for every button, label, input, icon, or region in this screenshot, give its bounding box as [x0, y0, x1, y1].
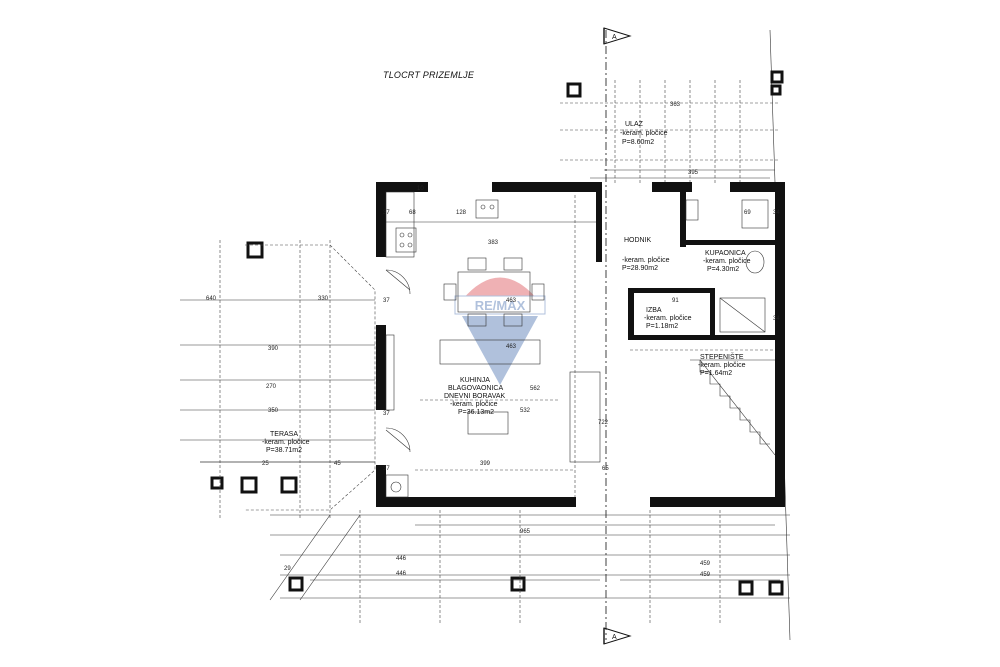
room-terasa-area: P=38.71m2 — [266, 447, 302, 454]
room-ulaz-area: P=8.60m2 — [622, 139, 654, 146]
dimension-label: 722 — [598, 420, 609, 426]
dimension-label: 25 — [262, 461, 269, 467]
dimension-label: 34 — [773, 210, 780, 216]
entrance-canopy — [560, 80, 780, 185]
dimension-label: 128 — [456, 210, 467, 216]
dimension-label: 459 — [700, 561, 711, 567]
room-stepeniste-finish: -keram. pločice — [698, 362, 746, 369]
dimension-label: 446 — [396, 571, 407, 577]
exterior-walls — [376, 182, 785, 507]
room-hodnik-area: P=28.90m2 — [622, 265, 658, 272]
dimension-label: 37 — [383, 411, 390, 417]
section-marker-top-label: A — [612, 34, 617, 41]
dimension-label: 10 — [417, 186, 424, 192]
section-marker-top: A — [603, 27, 632, 45]
dimension-label: 383 — [488, 240, 499, 246]
room-izba: IZBA -keram. pločice P=1.18m2 — [644, 307, 692, 330]
room-izba-finish: -keram. pločice — [644, 315, 692, 322]
dimension-label: 37 — [383, 210, 390, 216]
room-kuhinja-name: KUHINJA — [460, 377, 490, 384]
dimension-label: 463 — [506, 298, 517, 304]
room-kuhinja: KUHINJA BLAGOVAONICA DNEVNI BORAVAK -ker… — [444, 377, 506, 416]
room-stepeniste-area: P=1.64m2 — [700, 370, 732, 377]
room-kuhinja-area: P=36.13m2 — [458, 409, 494, 416]
dimension-labels: 363 395 383 463 463 562 532 399 965 722 … — [206, 102, 780, 578]
dimension-ticks — [200, 169, 780, 581]
dimension-label: 399 — [480, 461, 491, 467]
dimension-label: 65 — [602, 466, 609, 472]
room-stepeniste-name: STEPENIŠTE — [700, 352, 744, 361]
dimension-label: 390 — [268, 346, 279, 352]
watermark-logo: RE/MAX — [454, 277, 546, 385]
room-kupaonica: KUPAONICA -keram. pločice P=4.30m2 — [703, 250, 751, 273]
room-kuhinja-finish: -keram. pločice — [450, 401, 498, 408]
dimension-label: 45 — [334, 461, 341, 467]
room-izba-area: P=1.18m2 — [646, 323, 678, 330]
kitchen-fixtures — [386, 199, 596, 253]
dimension-label: 37 — [383, 466, 390, 472]
dimension-label: 91 — [672, 298, 679, 304]
dimension-label: 350 — [268, 408, 279, 414]
interior-dashed-lines — [415, 195, 775, 497]
wall-inner-lines — [385, 191, 415, 498]
room-izba-name: IZBA — [646, 307, 662, 314]
room-ulaz-finish: -keram. pločice — [620, 130, 668, 137]
room-hodnik-name: HODNIK — [624, 237, 652, 244]
room-terasa-finish: -keram. pločice — [262, 439, 310, 446]
dimension-label: 965 — [520, 529, 531, 535]
living-furniture — [420, 339, 601, 463]
section-marker-bottom-label: A — [612, 634, 617, 641]
dimension-label: 463 — [506, 344, 517, 350]
room-ulaz: ULAZ -keram. pločice P=8.60m2 — [620, 121, 668, 146]
section-marker-bottom: A — [603, 627, 632, 645]
dimension-label: 330 — [318, 296, 329, 302]
room-dnevni-boravak-name: DNEVNI BORAVAK — [444, 393, 506, 400]
dimension-label: 640 — [206, 296, 217, 302]
dining-table — [443, 257, 545, 327]
room-terasa: TERASA -keram. pločice P=38.71m2 — [262, 431, 310, 454]
plan-title: TLOCRT PRIZEMLJE — [383, 70, 475, 80]
dimension-label: 363 — [670, 102, 681, 108]
dimension-label: 446 — [396, 556, 407, 562]
room-hodnik: HODNIK -keram. pločice P=28.90m2 — [622, 237, 670, 272]
dimension-label: 562 — [530, 386, 541, 392]
room-kupaonica-name: KUPAONICA — [705, 250, 746, 257]
room-kupaonica-area: P=4.30m2 — [707, 266, 739, 273]
dimension-label: 270 — [266, 384, 277, 390]
dimension-label: 37 — [383, 298, 390, 304]
dimension-label: 69 — [744, 210, 751, 216]
watermark-text: RE/MAX — [475, 298, 526, 313]
dimension-label: 68 — [409, 210, 416, 216]
dimension-label: 459 — [700, 572, 711, 578]
dimension-label: 29 — [284, 566, 291, 572]
dimension-label: 395 — [688, 170, 699, 176]
dimension-label: 532 — [520, 408, 531, 414]
dimension-label: 34 — [773, 316, 780, 322]
bathroom-fixtures — [685, 199, 769, 333]
front-terrace-grid — [269, 510, 790, 625]
room-hodnik-finish: -keram. pločice — [622, 257, 670, 264]
room-ulaz-name: ULAZ — [625, 121, 644, 128]
room-kupaonica-finish: -keram. pločice — [703, 258, 751, 265]
room-terasa-name: TERASA — [270, 431, 298, 438]
staircase — [690, 359, 776, 456]
room-stepeniste: STEPENIŠTE -keram. pločice P=1.64m2 — [698, 352, 746, 377]
room-blagovaonica-name: BLAGOVAONICA — [448, 385, 503, 392]
column-markers — [210, 70, 784, 596]
